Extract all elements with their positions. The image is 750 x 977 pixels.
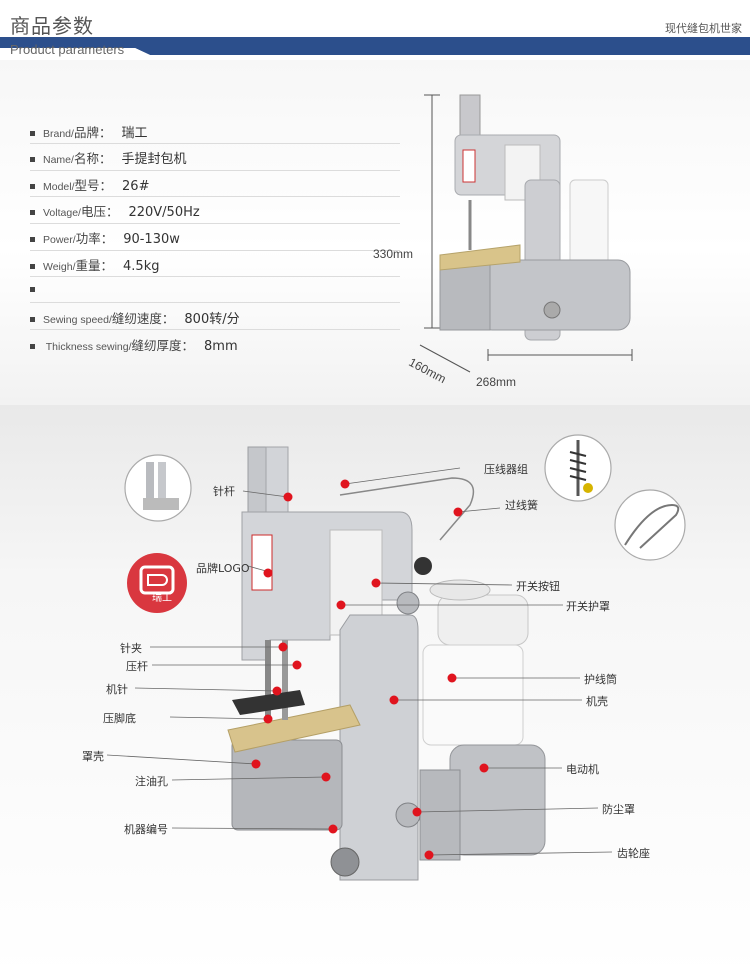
param-row: Name/名称：手提封包机 xyxy=(30,148,186,168)
page-header: 商品参数 Product parameters 现代缝包机世家 xyxy=(0,0,750,60)
header-title-en: Product parameters xyxy=(10,42,125,57)
label-cover: 罩壳 xyxy=(82,750,104,763)
dimension-height: 330mm xyxy=(373,247,414,261)
label-needle-clamp: 针夹 xyxy=(120,642,142,655)
divider xyxy=(30,276,400,277)
bullet-icon xyxy=(30,287,35,292)
param-row: Power/功率：90-130w xyxy=(30,228,180,248)
param-row: Weigh/重量：4.5kg xyxy=(30,255,159,275)
divider xyxy=(30,196,400,197)
label-motor: 电动机 xyxy=(566,763,599,776)
bullet-icon xyxy=(30,131,35,136)
label-housing: 机壳 xyxy=(586,695,608,708)
label-switch-button: 开关按钮 xyxy=(516,580,560,593)
divider xyxy=(30,250,400,251)
label-dust-cover: 防尘罩 xyxy=(602,803,635,816)
bullet-icon xyxy=(30,157,35,162)
param-row: Thickness sewing/缝纫厚度：8mm xyxy=(30,335,238,355)
param-row xyxy=(30,281,53,301)
bullet-icon xyxy=(30,184,35,189)
label-machine-number: 机器编号 xyxy=(124,823,168,836)
bullet-icon xyxy=(30,210,35,215)
divider xyxy=(30,329,400,330)
header-slogan: 现代缝包机世家 xyxy=(665,22,742,35)
brand-logo-text: 瑞工 xyxy=(152,593,172,604)
label-switch-guard: 开关护罩 xyxy=(566,600,610,613)
bullet-icon xyxy=(30,317,35,322)
bullet-icon xyxy=(30,344,35,349)
label-presser-bar: 压杆 xyxy=(126,660,148,673)
param-row: Brand/品牌：瑞工 xyxy=(30,122,147,142)
bullet-icon xyxy=(30,237,35,242)
param-row: Model/型号：26# xyxy=(30,175,149,195)
label-tension-group: 压线器组 xyxy=(484,463,528,476)
divider xyxy=(30,143,400,144)
label-oil-hole: 注油孔 xyxy=(135,775,168,788)
header-bar-graphic xyxy=(0,37,750,55)
header-title-cn: 商品参数 xyxy=(10,14,94,38)
label-needle: 机针 xyxy=(106,683,128,696)
parameters-section xyxy=(0,60,750,405)
label-brand-logo: 品牌LOGO xyxy=(196,562,250,575)
label-gear-seat: 齿轮座 xyxy=(617,847,650,860)
label-thread-spring: 过线簧 xyxy=(505,499,538,512)
param-row: Voltage/电压：220V/50Hz xyxy=(30,201,200,221)
divider xyxy=(30,302,400,303)
divider xyxy=(30,170,400,171)
divider xyxy=(30,223,400,224)
param-row: Sewing speed/缝纫速度：800转/分 xyxy=(30,308,240,328)
label-presser-foot: 压脚底 xyxy=(103,712,136,725)
dimension-width: 268mm xyxy=(476,375,517,389)
label-needle-bar: 针杆 xyxy=(213,485,235,498)
label-thread-cylinder: 护线筒 xyxy=(584,673,617,686)
bullet-icon xyxy=(30,264,35,269)
